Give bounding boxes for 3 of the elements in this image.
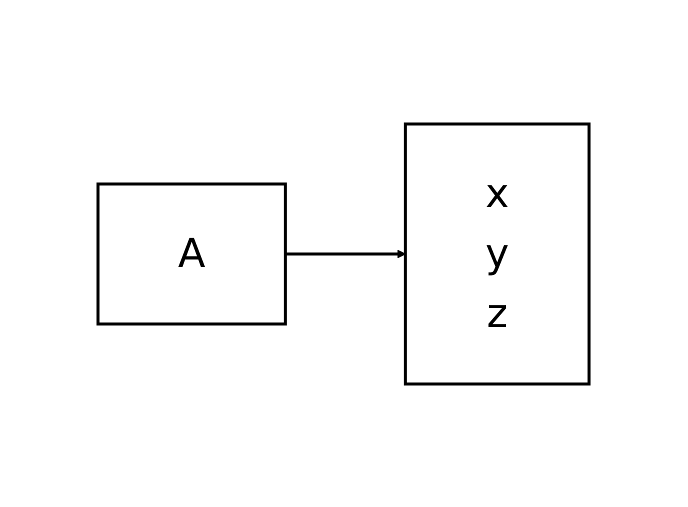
node-box: A [96, 182, 288, 325]
arrow [286, 249, 406, 258]
node-box: x y z [404, 122, 592, 385]
